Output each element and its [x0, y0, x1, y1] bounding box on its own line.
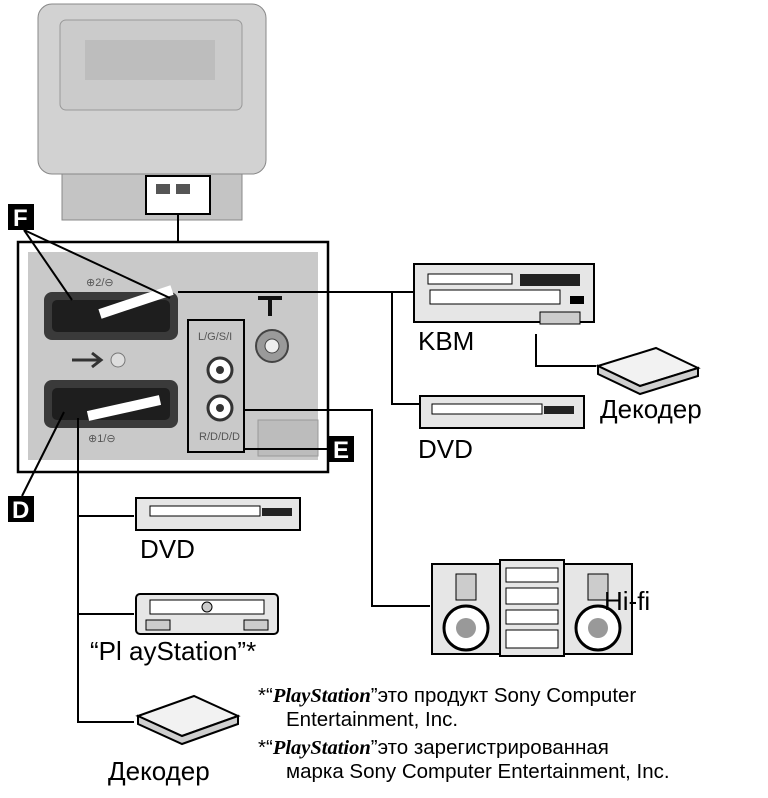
footnote-1-prefix: *“ — [258, 684, 273, 707]
marker-d-pointer — [21, 411, 65, 497]
connection-lines — [77, 291, 596, 723]
decoder-left-label: Декодер — [108, 756, 210, 786]
footnote-1: *“PlayStation”это продукт Sony Computer … — [258, 684, 636, 732]
decoder-right-label: Декодер — [600, 394, 702, 424]
scart-2-socket — [44, 285, 178, 340]
vcr-device — [413, 263, 595, 325]
hifi-label: Hi-fi — [604, 586, 650, 616]
marker-e-label: E — [333, 437, 349, 464]
footnote-1-line2: Entertainment, Inc. — [286, 708, 459, 731]
footnote-2-text: ”это зарегистрированная — [370, 736, 609, 759]
marker-f — [8, 204, 34, 230]
marker-d-label: D — [12, 497, 29, 524]
dvd-right-device — [419, 395, 585, 429]
scart-1-label: ⊕1/⊖ — [88, 433, 116, 445]
marker-d — [8, 496, 34, 522]
audio-left-label: L/G/S/I — [198, 331, 232, 343]
decoder-right-device — [595, 346, 701, 396]
footnote-2-brand: PlayStation — [272, 737, 371, 759]
playstation-device — [135, 593, 279, 635]
audio-jack-panel — [187, 319, 245, 453]
hifi-device — [431, 559, 633, 657]
audio-right-label: R/D/D/D — [199, 431, 240, 443]
decoder-left-device — [135, 694, 241, 746]
marker-e — [328, 436, 354, 462]
footnote-2-prefix: *“ — [258, 736, 273, 759]
vcr-label: KBM — [418, 326, 474, 356]
dvd-left-label: DVD — [140, 534, 195, 564]
tv-back-illustration — [37, 3, 267, 221]
footnote-1-text: ”это продукт Sony Computer — [370, 684, 637, 707]
arrow-icon — [72, 351, 104, 369]
antenna-icon — [258, 296, 282, 316]
dvd-left-device — [135, 497, 301, 531]
circle-icon — [110, 352, 126, 368]
footnote-2-line2: марка Sony Computer Entertainment, Inc. — [286, 760, 670, 783]
panel-bracket — [257, 419, 319, 457]
scart-2-label: ⊕2/⊖ — [86, 277, 114, 289]
scart-1-socket — [44, 380, 178, 428]
marker-f-pointer — [23, 229, 73, 301]
playstation-label: “Pl ayStation”* — [90, 636, 256, 666]
marker-f-label: F — [13, 205, 28, 232]
footnote-2: *“PlayStation”это зарегистрированная мар… — [258, 736, 670, 784]
dvd-right-label: DVD — [418, 434, 473, 464]
footnote-1-brand: PlayStation — [272, 685, 371, 707]
